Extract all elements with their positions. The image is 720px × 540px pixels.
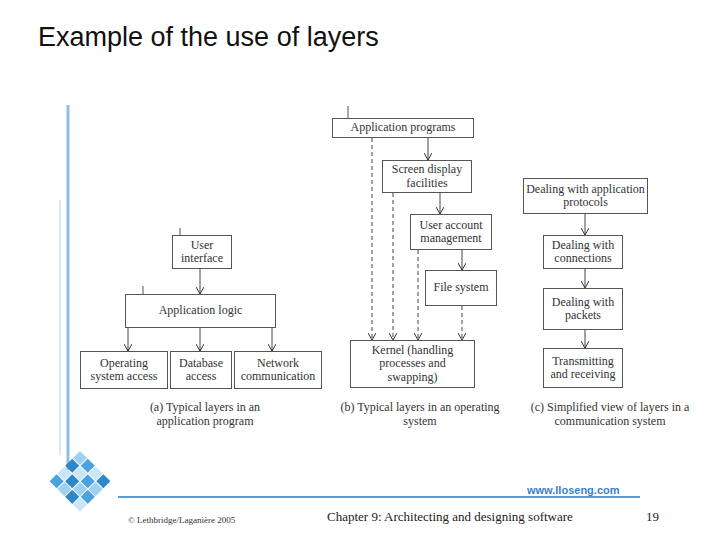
layer-text: Screen display facilities xyxy=(385,163,469,190)
tick-mark xyxy=(143,286,144,294)
figure-caption: (a) Typical layers in an application pro… xyxy=(130,401,280,429)
footer-text: 19 xyxy=(646,510,676,525)
layer-box: User interface xyxy=(172,235,232,269)
layer-text: Dealing with connections xyxy=(546,239,620,266)
layer-box: Dealing with connections xyxy=(543,235,623,269)
layer-arrow xyxy=(428,138,429,160)
footer-text: © Lethbridge/Laganière 2005 xyxy=(128,515,288,525)
layer-text: Operating system access xyxy=(83,357,165,384)
layer-text: User account management xyxy=(413,219,489,246)
layer-arrow xyxy=(585,214,586,235)
logo xyxy=(50,451,111,512)
dashed-call-arrow xyxy=(418,250,419,340)
layer-arrow xyxy=(585,330,586,348)
layer-text: Application logic xyxy=(159,304,243,317)
layer-arrow xyxy=(272,328,273,351)
layer-box: Network communication xyxy=(234,351,322,389)
dashed-call-arrow xyxy=(462,306,463,340)
logo-square xyxy=(73,498,87,512)
figure-caption: (b) Typical layers in an operating syste… xyxy=(340,401,500,429)
layer-text: User interface xyxy=(175,239,229,266)
layer-arrow xyxy=(585,269,586,288)
figure-caption: (c) Simplified view of layers in a commu… xyxy=(520,401,700,429)
dashed-call-arrow xyxy=(372,138,373,340)
layer-text: File system xyxy=(433,281,488,294)
layer-box: Database access xyxy=(170,351,232,389)
layer-text: Transmitting and receiving xyxy=(546,355,620,382)
footer-rule xyxy=(118,496,640,498)
tick-mark xyxy=(180,228,181,235)
layer-arrow xyxy=(200,328,201,351)
layer-text: Database access xyxy=(173,357,229,384)
layer-box: Dealing with application protocols xyxy=(523,178,648,214)
dashed-call-arrow xyxy=(393,193,394,340)
layer-box: Application programs xyxy=(332,118,474,138)
layer-box: User account management xyxy=(410,214,492,250)
layer-box: Dealing with packets xyxy=(543,288,623,330)
accent-line xyxy=(59,200,61,455)
footer-text: Chapter 9: Architecting and designing so… xyxy=(327,510,627,525)
layer-text: Dealing with application protocols xyxy=(526,183,645,210)
footer-text: www.lloseng.com xyxy=(527,484,642,497)
layer-box: Kernel (handling processes and swapping) xyxy=(350,340,475,388)
layer-arrow xyxy=(440,193,441,214)
layer-box: Operating system access xyxy=(80,351,168,389)
layer-box: File system xyxy=(425,270,497,306)
layer-text: Network communication xyxy=(237,357,319,384)
layer-arrow xyxy=(200,269,201,294)
layer-text: Dealing with packets xyxy=(546,296,620,323)
layer-box: Transmitting and receiving xyxy=(543,348,623,388)
layer-arrow xyxy=(462,250,463,270)
layer-box: Screen display facilities xyxy=(382,160,472,193)
slide-title: Example of the use of layers xyxy=(38,22,379,53)
layer-text: Application programs xyxy=(351,121,456,134)
accent-line xyxy=(67,105,70,470)
layer-arrow xyxy=(128,328,129,351)
tick-mark xyxy=(348,106,349,118)
layer-box: Application logic xyxy=(125,294,276,328)
layer-text: Kernel (handling processes and swapping) xyxy=(353,344,472,384)
